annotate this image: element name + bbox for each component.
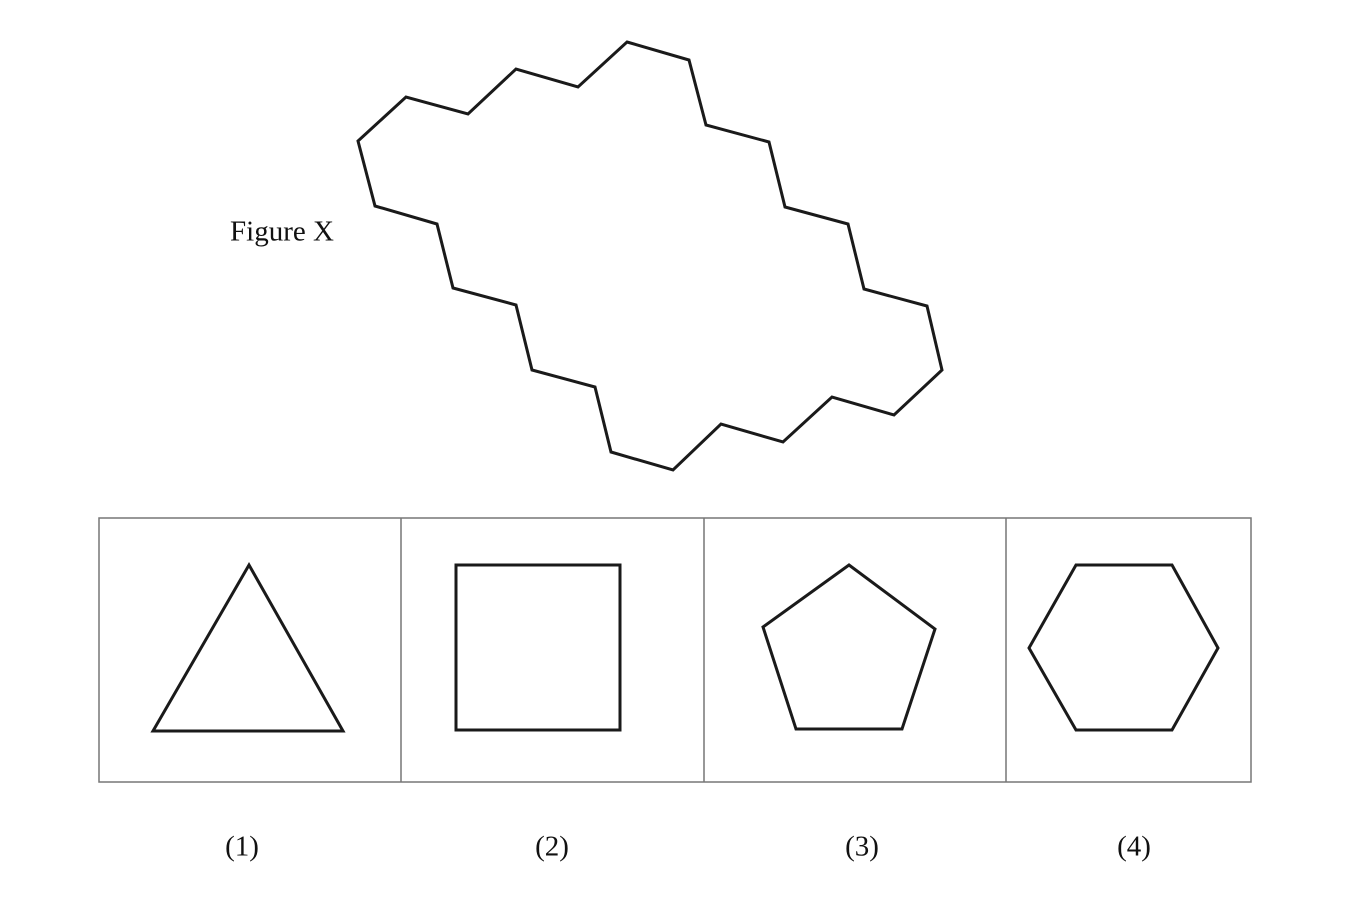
figure-x-label: Figure X xyxy=(230,215,334,248)
option-3-label: (3) xyxy=(845,830,879,863)
option-3-pentagon[interactable] xyxy=(761,563,937,731)
option-1-label: (1) xyxy=(225,830,259,863)
option-1-triangle[interactable] xyxy=(150,561,346,733)
options-frame xyxy=(98,517,1252,783)
figure-x-shape xyxy=(356,40,944,472)
options-border xyxy=(98,517,1252,783)
option-2-square[interactable] xyxy=(454,563,622,732)
option-2-label: (2) xyxy=(535,830,569,863)
option-4-hexagon[interactable] xyxy=(1027,563,1220,732)
option-4-label: (4) xyxy=(1117,830,1151,863)
